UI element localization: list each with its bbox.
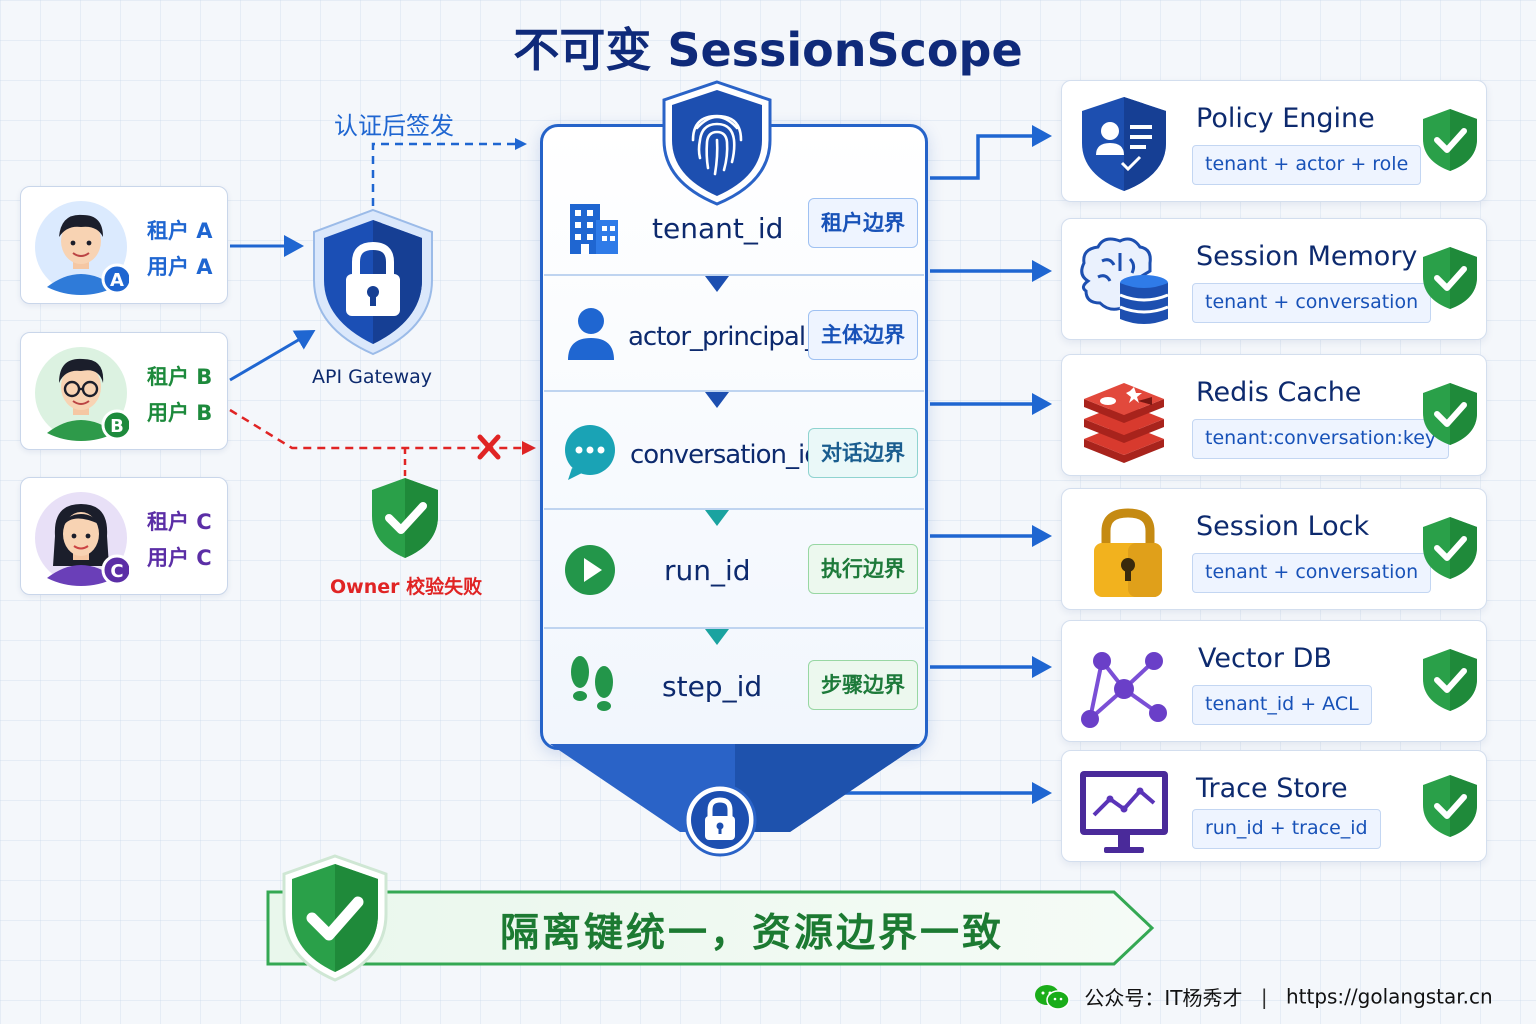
resource-key: tenant + conversation xyxy=(1192,283,1432,323)
play-icon xyxy=(565,545,615,595)
check-shield-icon xyxy=(1423,517,1477,579)
verified-shield-icon xyxy=(282,854,388,982)
resource-card-session-lock[interactable]: Session Lock tenant + conversation xyxy=(1061,488,1487,610)
scope-tag: 步骤边界 xyxy=(808,660,918,710)
avatar-woman-icon: C xyxy=(35,492,129,586)
wechat-icon xyxy=(1035,984,1070,1010)
scope-field-name: tenant_id xyxy=(652,212,784,245)
arrow-to-policy-engine xyxy=(930,125,1052,180)
arrow-user-b-gateway xyxy=(229,329,316,382)
arrow-gateway-scope xyxy=(371,138,527,206)
policy-shield-icon xyxy=(1082,97,1166,191)
resource-name: Policy Engine xyxy=(1196,103,1375,134)
scope-row-step: step_id 步骤边界 xyxy=(544,630,924,742)
scope-tag: 租户边界 xyxy=(808,198,918,248)
scope-field-name: conversation_id xyxy=(630,440,821,470)
monitor-chart-icon xyxy=(1080,771,1168,853)
footprints-icon xyxy=(571,656,613,711)
resource-key: tenant:conversation:key xyxy=(1192,419,1450,459)
resource-name: Session Memory xyxy=(1196,241,1418,272)
scope-tag: 执行边界 xyxy=(808,544,918,594)
scope-field-name: run_id xyxy=(664,554,751,587)
user-card-a[interactable]: A 租户 A 用户 A xyxy=(20,186,228,304)
blocked-x-icon xyxy=(477,434,501,460)
arrow-user-b-forbidden xyxy=(229,408,536,455)
person-icon xyxy=(568,308,614,360)
fingerprint-shield-icon xyxy=(662,80,772,206)
owner-check-shield-icon xyxy=(372,478,438,558)
resource-name: Redis Cache xyxy=(1196,377,1362,408)
footer: 公众号：IT杨秀才 | https://golangstar.cn xyxy=(1034,982,1493,1012)
resource-card-vector-db[interactable]: Vector DB tenant_id + ACL xyxy=(1061,620,1487,742)
tenant-a-label: 租户 A xyxy=(147,219,213,243)
scope-row-conversation: conversation_id 对话边界 xyxy=(544,400,924,512)
resource-key: tenant + actor + role xyxy=(1192,145,1422,185)
tenant-c-label: 租户 C xyxy=(147,510,212,534)
owner-check-failed-label: Owner 校验失败 xyxy=(330,576,483,598)
avatar-glasses-man-icon: B xyxy=(35,347,129,441)
badge-c: C xyxy=(110,561,123,582)
brain-database-icon xyxy=(1080,237,1169,324)
scope-tag: 对话边界 xyxy=(808,428,918,478)
summary-banner-text: 隔离键统一，资源边界一致 xyxy=(500,911,1005,956)
building-icon xyxy=(570,204,618,254)
user-card-c[interactable]: C 租户 C 用户 C xyxy=(20,477,228,595)
user-b-label: 用户 B xyxy=(147,401,213,425)
down-chevron-icon xyxy=(705,276,729,292)
down-chevron-icon xyxy=(705,629,729,645)
gateway-lock-shield-icon[interactable] xyxy=(306,206,440,358)
scope-field-name: actor_principal_id xyxy=(628,322,840,352)
resource-card-trace-store[interactable]: Trace Store run_id + trace_id xyxy=(1061,750,1487,862)
resource-key: tenant_id + ACL xyxy=(1192,685,1372,725)
auth-issue-label: 认证后签发 xyxy=(334,112,454,140)
resource-name: Trace Store xyxy=(1196,773,1348,804)
footer-url-link[interactable]: https://golangstar.cn xyxy=(1285,984,1493,1009)
redis-icon xyxy=(1084,383,1164,463)
badge-b: B xyxy=(110,416,124,437)
scope-lock-icon xyxy=(683,783,757,857)
scope-field-name: step_id xyxy=(662,670,763,703)
resource-name: Session Lock xyxy=(1196,511,1370,542)
resource-name: Vector DB xyxy=(1198,643,1332,674)
vector-graph-icon xyxy=(1081,652,1167,728)
check-shield-icon xyxy=(1423,383,1477,445)
page-title: 不可变 SessionScope xyxy=(513,23,1023,77)
tenant-b-label: 租户 B xyxy=(147,365,213,389)
scope-tag: 主体边界 xyxy=(808,310,918,360)
scope-row-tenant: tenant_id 租户边界 xyxy=(544,172,924,284)
user-card-b[interactable]: B 租户 B 用户 B xyxy=(20,332,228,450)
resource-card-redis-cache[interactable]: Redis Cache tenant:conversation:key xyxy=(1061,354,1487,476)
avatar-man-icon: A xyxy=(35,201,129,295)
scope-row-run: run_id 执行边界 xyxy=(544,516,924,628)
user-c-label: 用户 C xyxy=(147,546,212,570)
check-shield-icon xyxy=(1423,775,1477,837)
resource-card-policy-engine[interactable]: Policy Engine tenant + actor + role xyxy=(1061,80,1487,202)
summary-banner xyxy=(266,890,1155,966)
check-shield-icon xyxy=(1423,649,1477,711)
down-chevron-icon xyxy=(705,392,729,408)
badge-a: A xyxy=(110,270,124,291)
chat-bubble-icon xyxy=(565,425,615,480)
padlock-icon xyxy=(1094,508,1162,597)
check-shield-icon xyxy=(1423,109,1477,171)
scope-row-actor: actor_principal_id 主体边界 xyxy=(544,282,924,394)
resource-card-session-memory[interactable]: Session Memory tenant + conversation xyxy=(1061,218,1487,340)
down-chevron-icon xyxy=(705,510,729,526)
resource-key: tenant + conversation xyxy=(1192,553,1432,593)
gateway-label: API Gateway xyxy=(312,366,433,388)
check-shield-icon xyxy=(1423,247,1477,309)
user-a-label: 用户 A xyxy=(147,255,213,279)
footer-account: 公众号：IT杨秀才 xyxy=(1084,986,1243,1010)
resource-key: run_id + trace_id xyxy=(1192,809,1381,849)
footer-divider: | xyxy=(1260,984,1268,1009)
